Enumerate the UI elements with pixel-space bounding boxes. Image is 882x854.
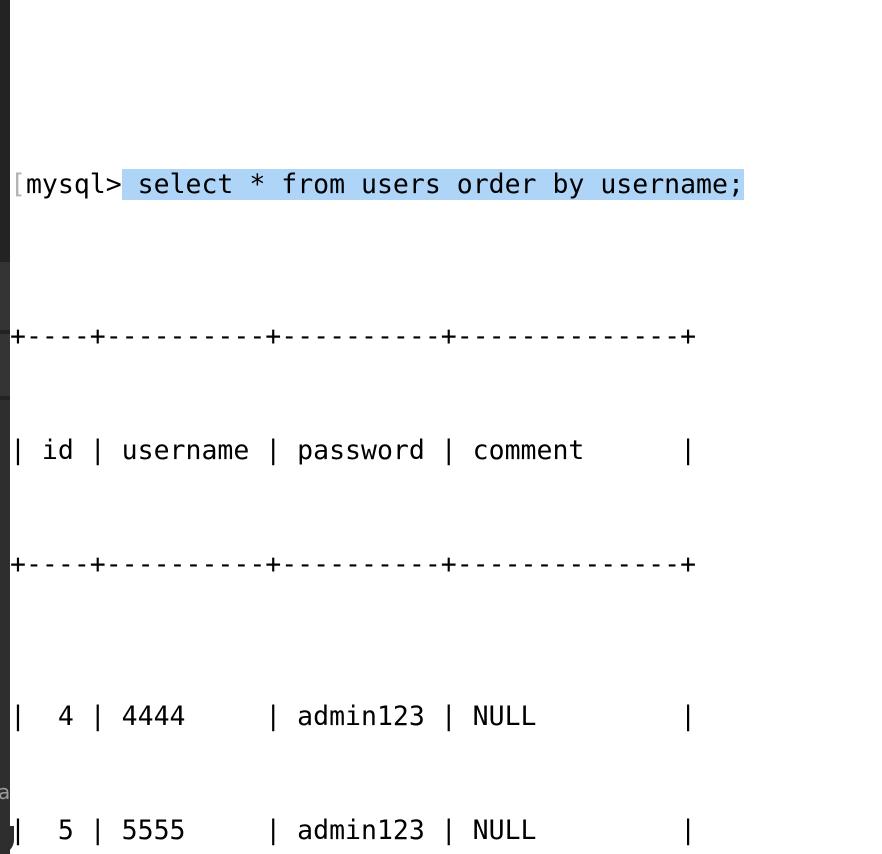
prompt-bracket-icon: [ bbox=[10, 169, 26, 200]
table-header-1: | id | username | password | comment | bbox=[10, 435, 697, 466]
command-text-1[interactable]: select * from users order by username; bbox=[121, 169, 744, 200]
gutter-partial-letter: a bbox=[0, 780, 11, 804]
gutter-corner-fill bbox=[0, 826, 14, 854]
left-gutter-strip bbox=[0, 0, 10, 854]
terminal-output[interactable]: [mysql> select * from users order by use… bbox=[10, 0, 882, 854]
prompt-label-1: mysql> bbox=[25, 169, 122, 200]
prompt-line-1[interactable]: [mysql> select * from users order by use… bbox=[10, 166, 882, 204]
table-row: | 4 | 4444 | admin123 | NULL | bbox=[10, 701, 697, 732]
gutter-segment-2 bbox=[0, 334, 10, 396]
gutter-segment-1 bbox=[0, 262, 10, 330]
table-separator-mid-1: +----+----------+----------+------------… bbox=[10, 549, 697, 580]
table-row: | 5 | 5555 | admin123 | NULL | bbox=[10, 815, 697, 846]
gutter-segment-3 bbox=[0, 400, 10, 854]
table-separator-top-1: +----+----------+----------+------------… bbox=[10, 321, 697, 352]
